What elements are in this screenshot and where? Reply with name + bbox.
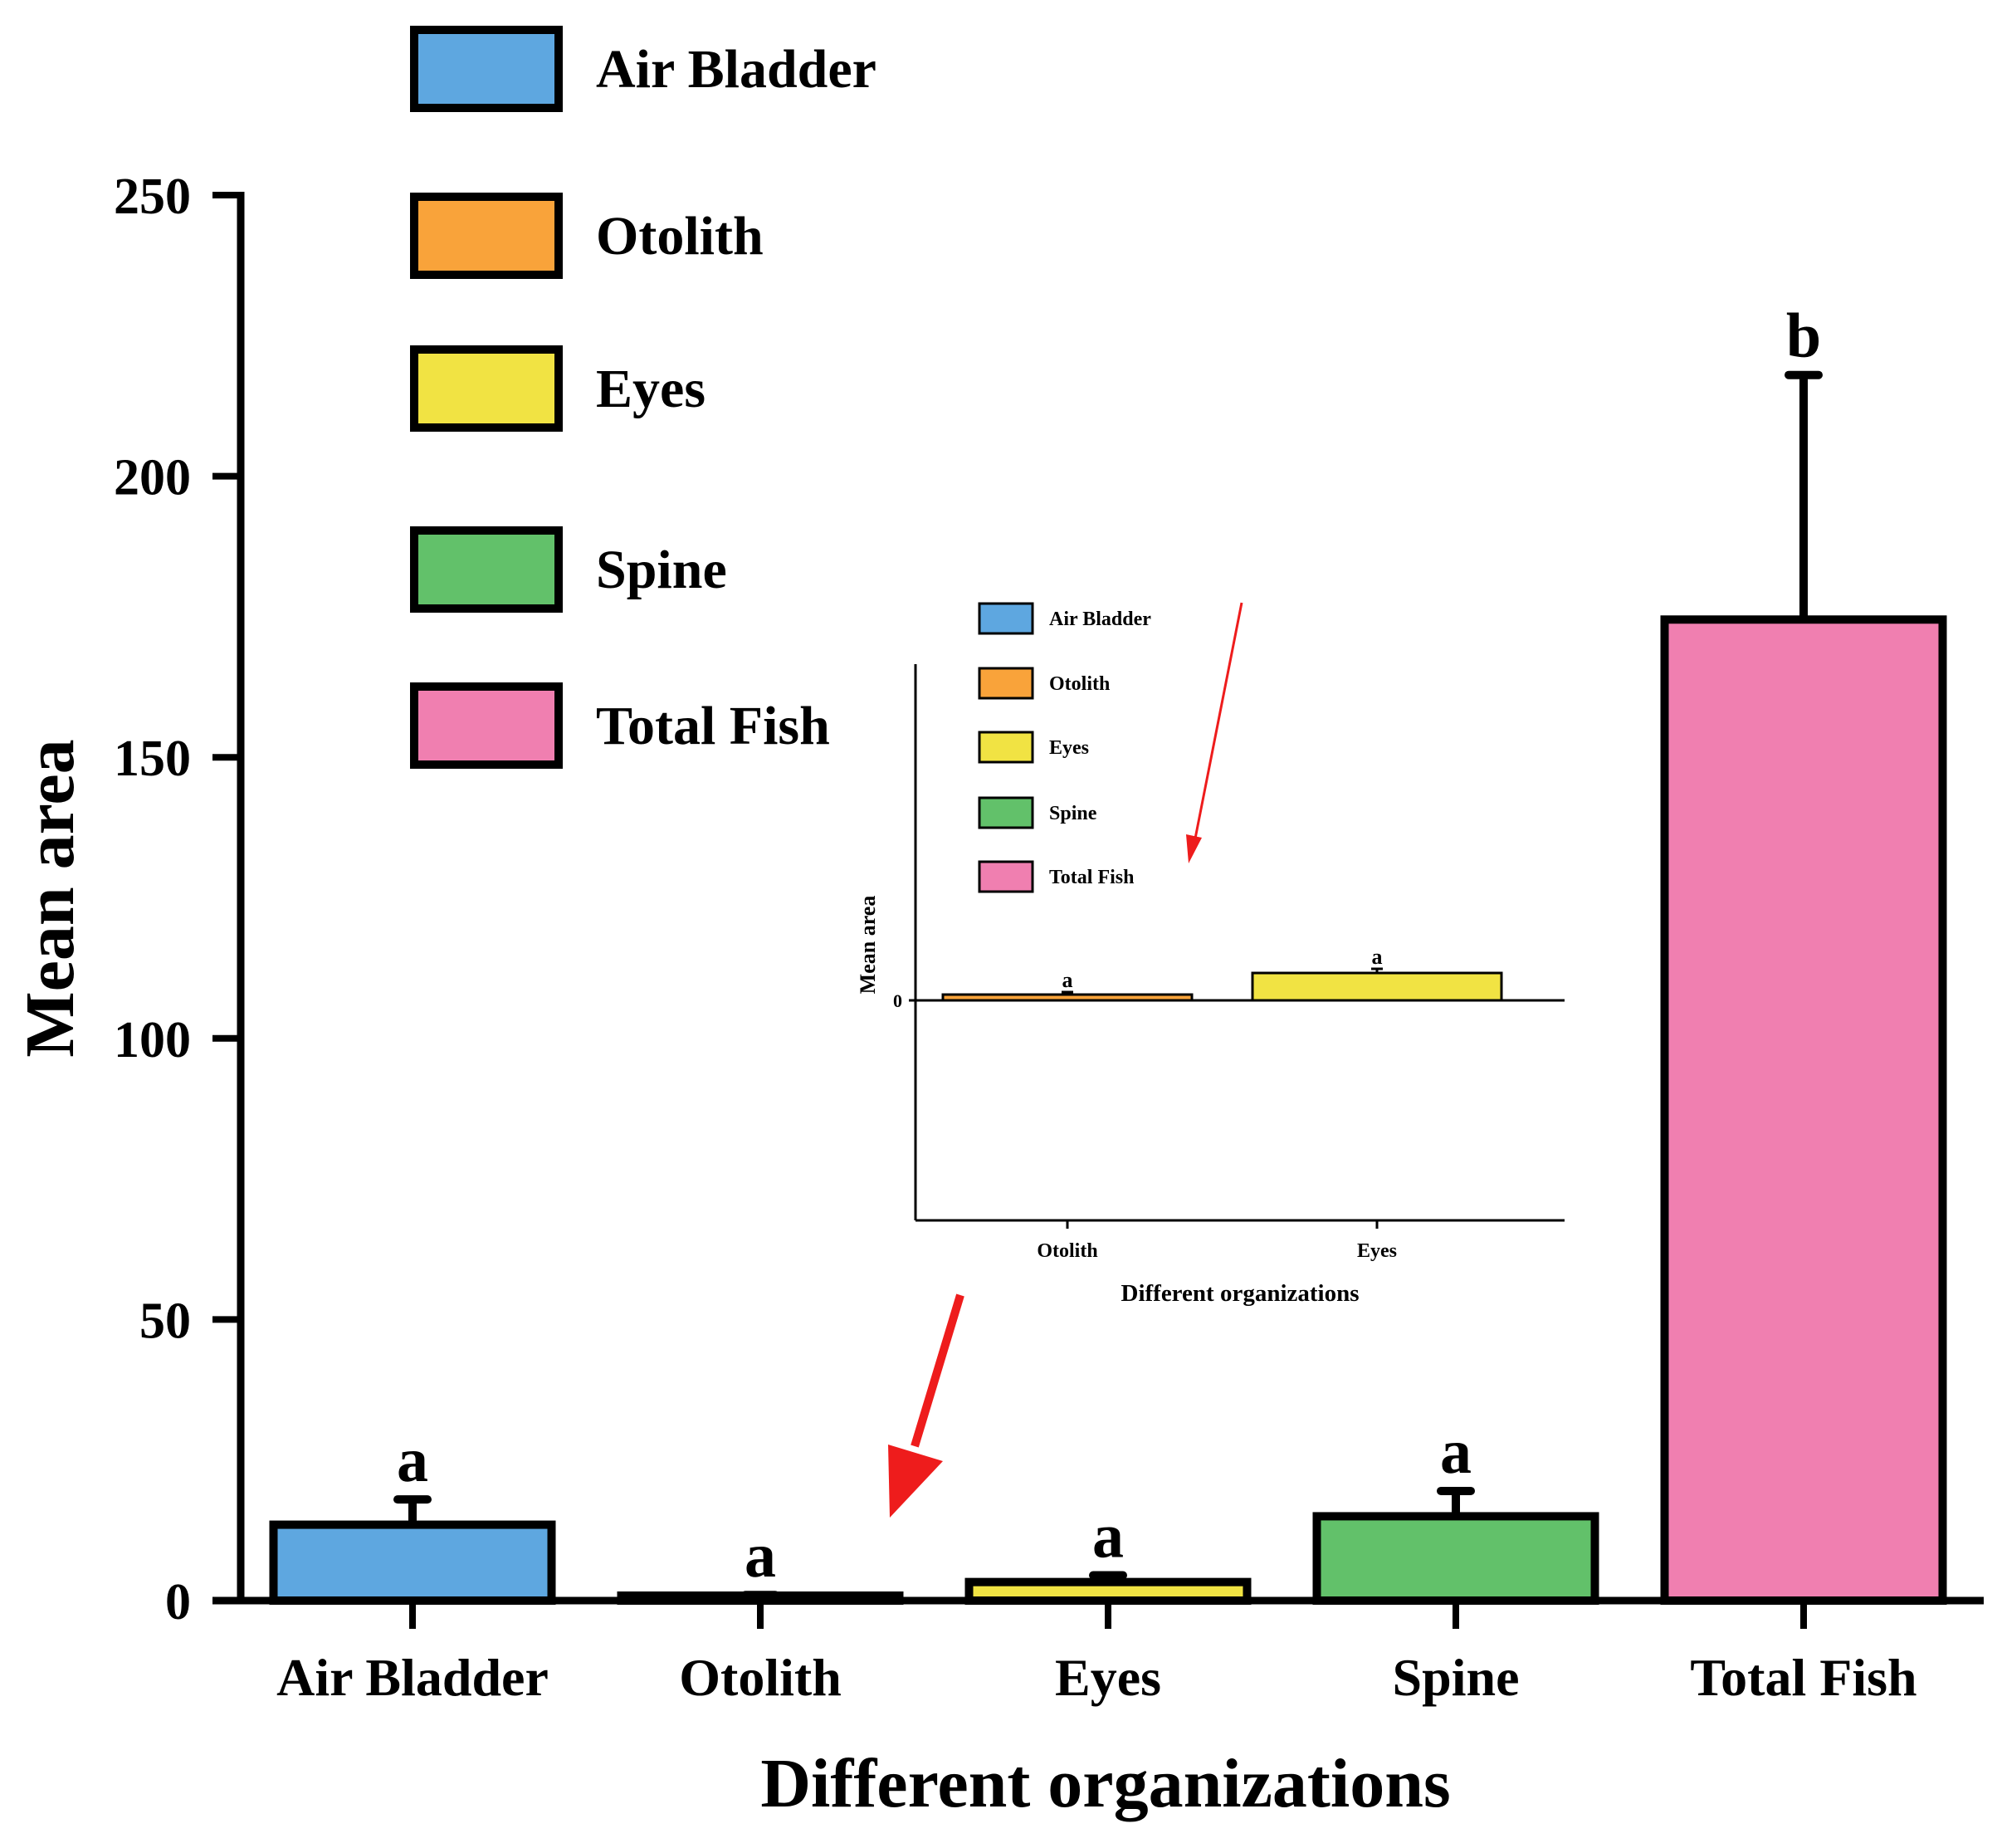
arrow-shaft xyxy=(911,1293,964,1448)
y-tick-label: 250 xyxy=(114,169,191,225)
y-tick-label: 200 xyxy=(114,450,191,506)
legend-label: Air Bladder xyxy=(596,39,876,100)
y-tick-label: 150 xyxy=(114,731,191,787)
legend-swatch-total-fish xyxy=(410,682,563,769)
y-tick-label: 100 xyxy=(114,1012,191,1068)
y-tick-label: 50 xyxy=(139,1293,191,1349)
inset-legend-label: Otolith xyxy=(1049,673,1110,695)
y-tick-label: 0 xyxy=(165,1574,191,1630)
inset-x-tick-label: Otolith xyxy=(1037,1240,1097,1262)
significance-label: a xyxy=(745,1521,776,1591)
inset-arrow-head xyxy=(1186,834,1202,863)
inset-legend-label: Air Bladder xyxy=(1049,609,1151,630)
inset-bar-eyes xyxy=(1251,971,1503,1002)
inset-significance-label: a xyxy=(1372,945,1383,969)
bar-group-total-fish: b xyxy=(1660,301,1947,1605)
legend-label: Total Fish xyxy=(596,696,830,756)
inset-annotation-arrow xyxy=(1186,602,1243,863)
legend-swatch-spine xyxy=(410,526,563,613)
legend-swatch-eyes xyxy=(410,345,563,432)
x-tick-label: Otolith xyxy=(679,1648,842,1707)
inset-legend-swatch-eyes xyxy=(978,731,1034,764)
bar-air-bladder xyxy=(269,1520,556,1605)
x-tick-label: Spine xyxy=(1393,1648,1520,1707)
significance-label: a xyxy=(1440,1417,1472,1487)
inset-y-tick-label: 0 xyxy=(893,990,902,1011)
inset-legend-label: Spine xyxy=(1049,803,1097,824)
inset-legend-swatch-spine xyxy=(978,796,1034,829)
bar-group-otolith: a xyxy=(617,1521,904,1605)
x-axis-title: Different organizations xyxy=(760,1745,1450,1822)
inset-legend-swatch-otolith xyxy=(978,667,1034,700)
inset-bar-group-otolith: a xyxy=(941,968,1194,1002)
x-tick-label: Total Fish xyxy=(1690,1648,1916,1707)
legend-swatch-air-bladder xyxy=(410,26,563,112)
inset-significance-label: a xyxy=(1062,968,1073,992)
legend-label: Otolith xyxy=(596,206,764,266)
significance-label: a xyxy=(397,1425,428,1495)
inset-x-tick-label: Eyes xyxy=(1357,1240,1397,1262)
inset-y-axis-title: Mean area xyxy=(856,896,880,995)
inset-bar-group-eyes: a xyxy=(1251,945,1503,1002)
bar-group-air-bladder: a xyxy=(269,1425,556,1605)
x-tick-label: Air Bladder xyxy=(276,1648,549,1707)
arrow-head xyxy=(888,1445,943,1518)
x-tick-label: Eyes xyxy=(1055,1648,1161,1707)
bar-spine xyxy=(1312,1512,1599,1606)
inset-legend-label: Eyes xyxy=(1049,737,1089,759)
inset-legend-swatch-total-fish xyxy=(978,860,1034,893)
significance-label: a xyxy=(1092,1502,1124,1572)
annotation-arrow xyxy=(888,1293,964,1518)
inset-bar-otolith xyxy=(941,993,1194,1002)
legend-label: Spine xyxy=(596,540,727,600)
bar-total-fish xyxy=(1660,615,1947,1605)
significance-label: b xyxy=(1786,301,1821,371)
bar-group-eyes: a xyxy=(964,1502,1252,1605)
inset-arrow-shaft xyxy=(1194,602,1243,839)
y-axis-title: Mean area xyxy=(12,739,89,1057)
inset-x-axis-title: Different organizations xyxy=(1121,1280,1360,1307)
inset-legend-swatch-air-bladder xyxy=(978,602,1034,635)
legend-label: Eyes xyxy=(596,359,706,419)
legend-swatch-otolith xyxy=(410,193,563,279)
inset-legend-label: Total Fish xyxy=(1049,867,1134,888)
bar-group-spine: a xyxy=(1312,1417,1599,1606)
